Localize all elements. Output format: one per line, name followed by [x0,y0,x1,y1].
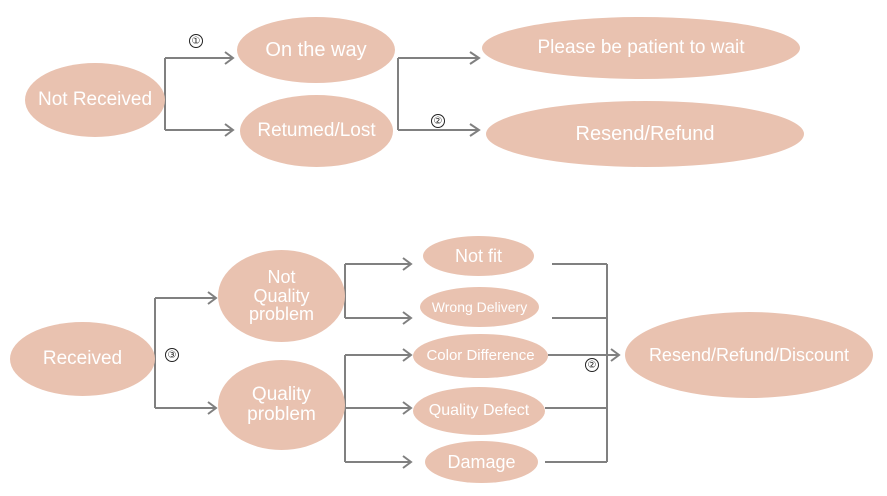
marker-2-top: ② [431,114,445,128]
arrowhead [402,401,413,415]
node-not-fit: Not fit [423,236,534,276]
arrowhead [469,51,481,65]
node-quality-problem: Quality problem [218,360,345,450]
node-returned-lost: Retumed/Lost [240,95,393,167]
node-damage: Damage [425,441,538,483]
marker-2-bottom: ② [585,358,599,372]
marker-1: ① [189,34,203,48]
arrowhead [610,348,621,362]
arrowhead [224,123,235,137]
node-not-received: Not Received [25,63,165,137]
arrowhead [402,455,413,469]
node-not-quality-problem: Not Quality problem [218,250,345,342]
node-resend-refund: Resend/Refund [486,101,804,167]
arrowhead [402,348,413,362]
arrowhead [224,51,235,65]
node-wait: Please be patient to wait [482,17,800,79]
arrowhead [402,257,413,271]
node-outcome: Resend/Refund/Discount [625,312,873,398]
marker-3: ③ [165,348,179,362]
node-received: Received [10,322,155,396]
node-color-difference: Color Difference [413,334,548,378]
arrowhead [469,123,481,137]
node-quality-defect: Quality Defect [413,387,545,435]
arrowhead [402,311,413,325]
node-wrong-delivery: Wrong Delivery [420,287,539,327]
node-on-the-way: On the way [237,17,395,83]
arrowhead [207,401,218,415]
arrowhead [207,291,218,305]
